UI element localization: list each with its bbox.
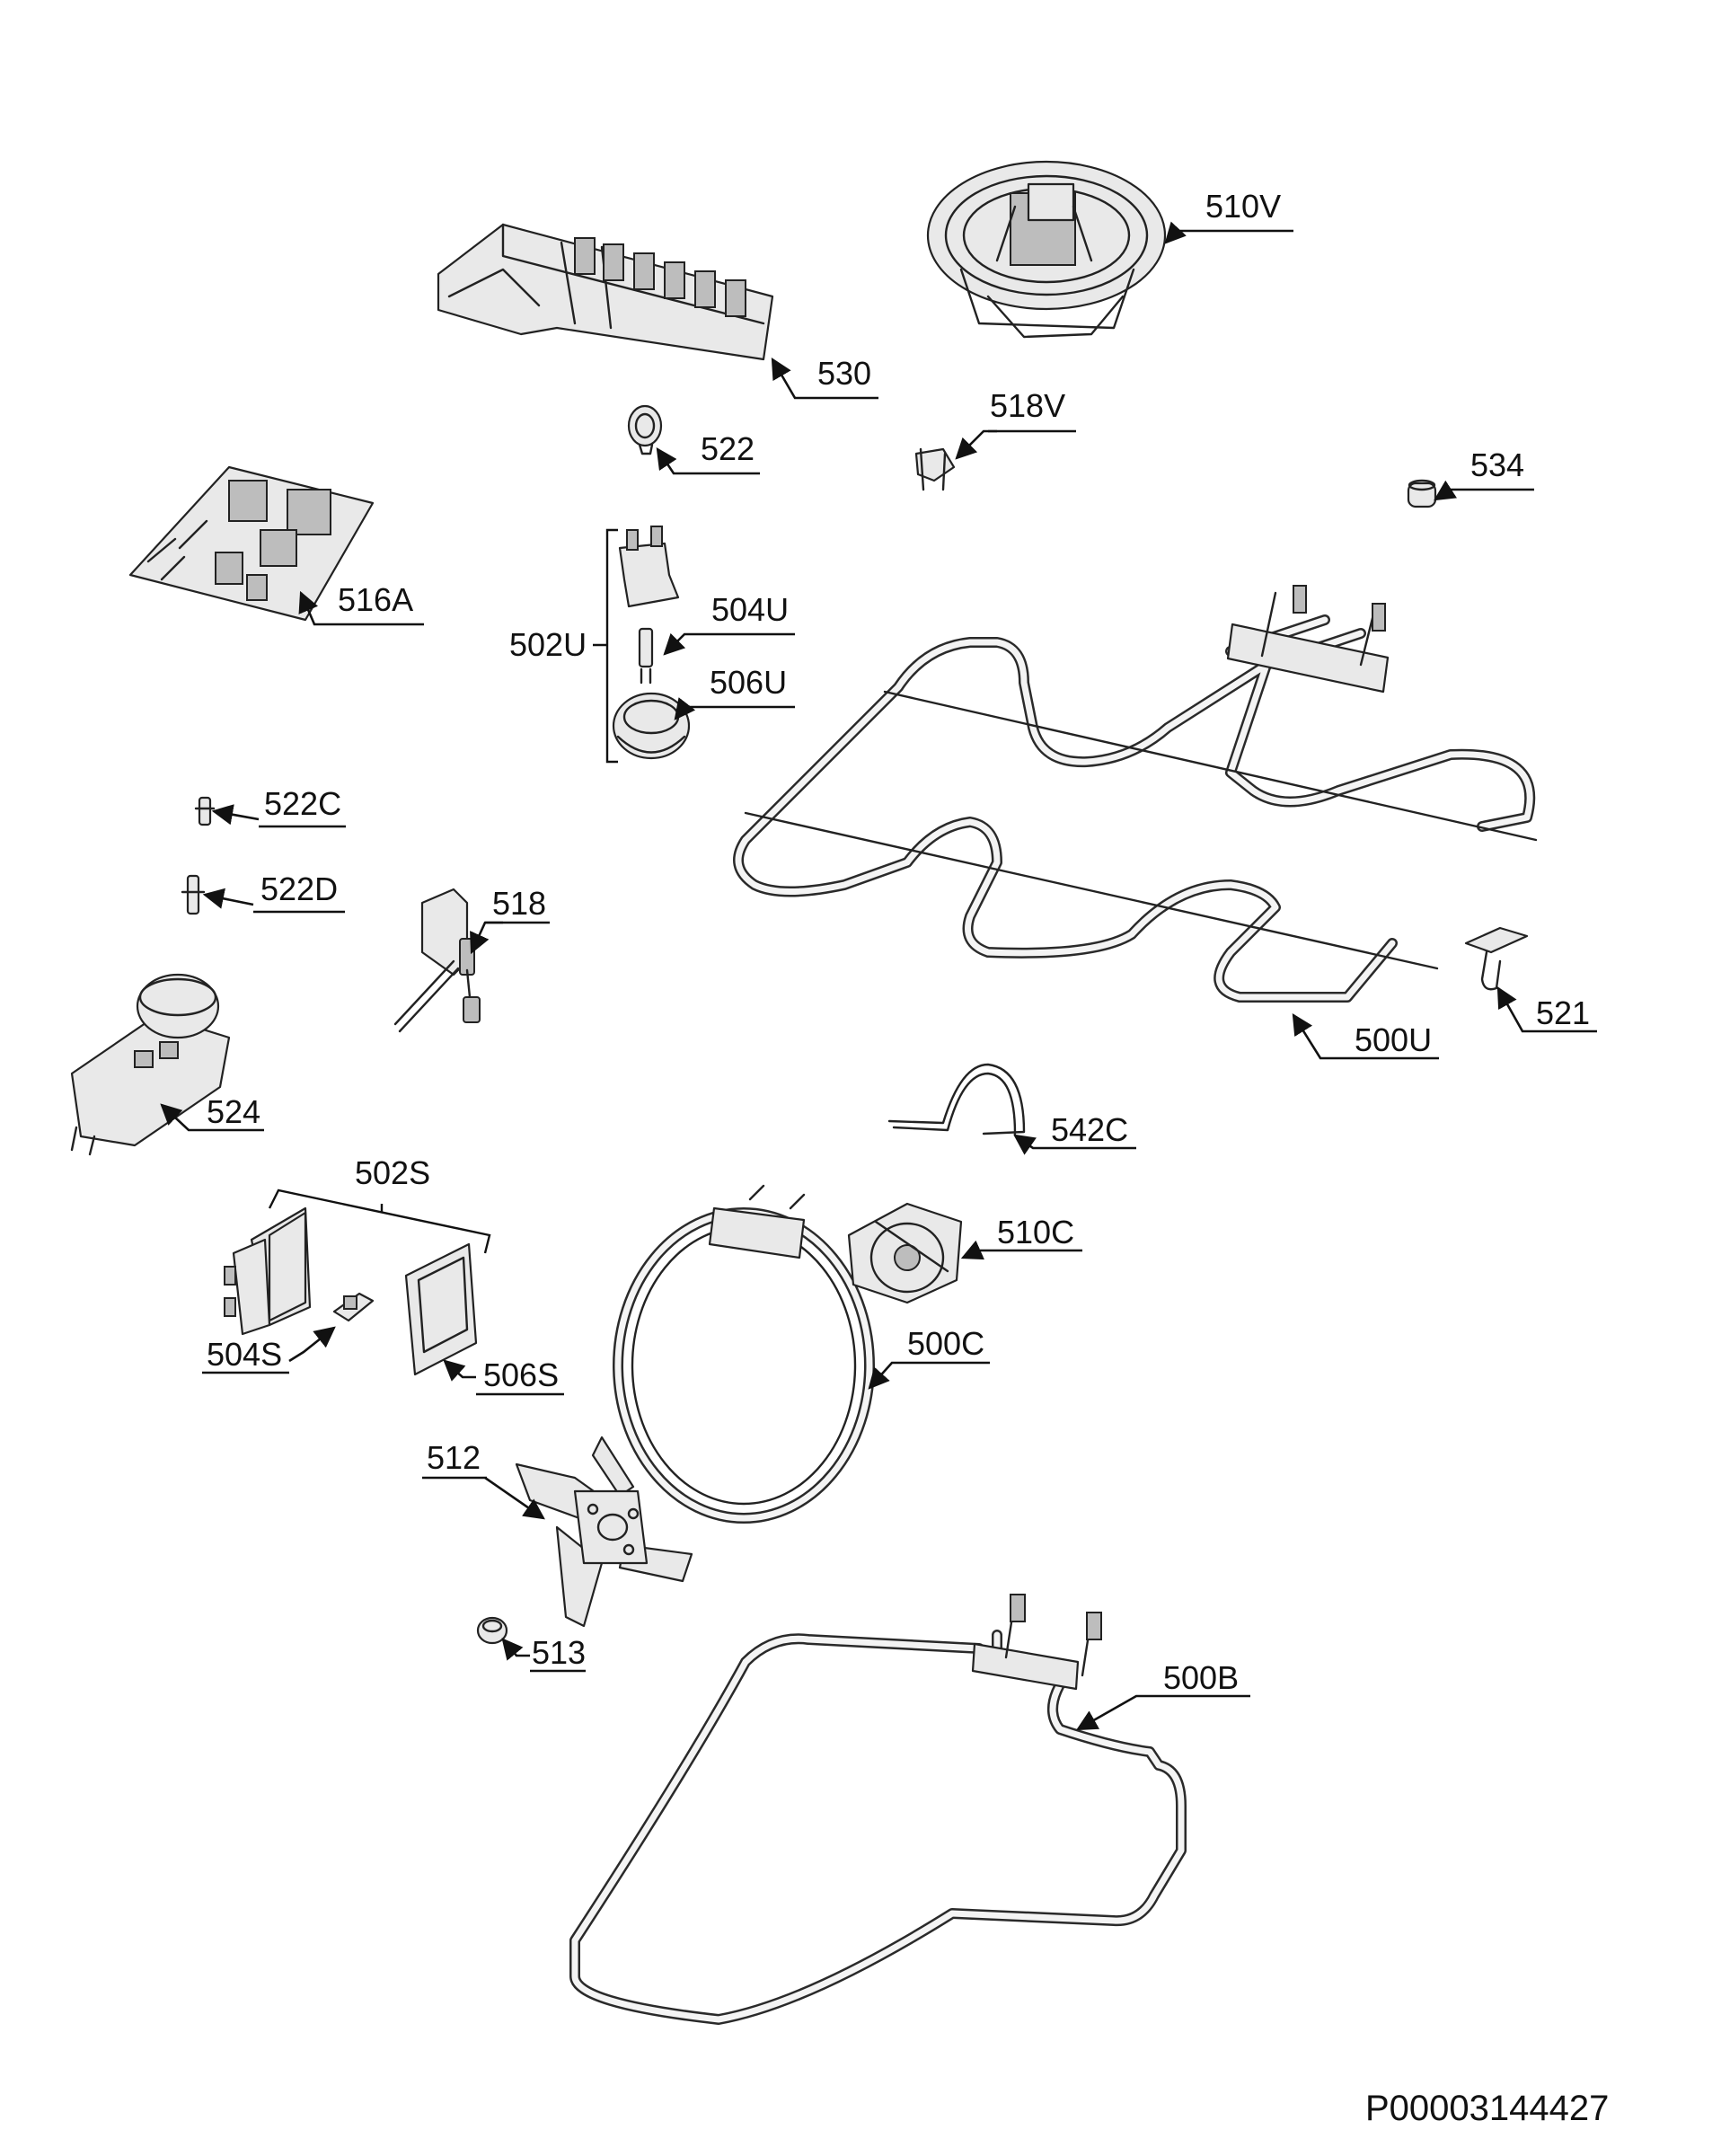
callout-504s: 504S — [202, 1336, 289, 1374]
part-518v-thermostat — [914, 447, 956, 491]
part-522d-pin — [181, 874, 206, 915]
bracket-502u — [593, 528, 618, 764]
bracket-502s — [268, 1188, 491, 1254]
callout-542c: 542C — [1046, 1111, 1136, 1150]
part-512-fan-blade — [515, 1436, 693, 1628]
svg-text:502S: 502S — [355, 1154, 430, 1191]
callout-522: 522 — [687, 430, 760, 475]
part-542c-wire-spring — [887, 1063, 1026, 1135]
svg-text:502U: 502U — [509, 626, 587, 663]
callout-521: 521 — [1534, 994, 1597, 1033]
callout-516a: 516A — [332, 581, 424, 626]
callout-513: 513 — [530, 1634, 586, 1673]
callout-510c: 510C — [993, 1214, 1082, 1252]
svg-text:506U: 506U — [710, 664, 787, 701]
part-516a-electronic-board — [128, 465, 375, 622]
svg-text:542C: 542C — [1051, 1111, 1128, 1148]
svg-text:512: 512 — [427, 1439, 481, 1476]
svg-text:518V: 518V — [990, 387, 1065, 424]
part-506u-lamp-cover — [612, 692, 691, 760]
callout-518v: 518V — [988, 387, 1076, 433]
part-510c-convection-motor — [847, 1202, 963, 1304]
callout-522d: 522D — [253, 870, 345, 914]
svg-text:500B: 500B — [1163, 1659, 1239, 1696]
svg-text:504S: 504S — [207, 1336, 282, 1373]
svg-text:518: 518 — [492, 885, 546, 922]
svg-text:534: 534 — [1470, 446, 1524, 483]
callout-522c: 522C — [259, 785, 346, 828]
svg-text:516A: 516A — [338, 581, 413, 618]
part-504s-switch-pin — [332, 1292, 375, 1322]
leader-lines — [160, 221, 1534, 1731]
callout-512: 512 — [422, 1439, 487, 1480]
callout-506u: 506U — [702, 664, 795, 709]
callout-524: 524 — [202, 1093, 264, 1132]
callout-510v: 510V — [1204, 188, 1293, 233]
svg-text:510C: 510C — [997, 1214, 1074, 1250]
callout-534: 534 — [1464, 446, 1534, 491]
document-code: P00003144427 — [1365, 2089, 1609, 2128]
part-534-cap — [1407, 479, 1437, 508]
part-518-sensor — [393, 888, 481, 1033]
part-513-nut — [476, 1616, 508, 1645]
callout-502u: 502U — [509, 626, 587, 663]
part-504u-bulb — [638, 627, 654, 685]
svg-text:513: 513 — [532, 1634, 586, 1671]
callout-500c: 500C — [905, 1325, 990, 1365]
svg-text:522D: 522D — [260, 870, 338, 907]
part-522c-pin — [194, 796, 216, 826]
svg-text:500C: 500C — [907, 1325, 984, 1362]
svg-text:510V: 510V — [1205, 188, 1281, 225]
callout-504u: 504U — [702, 591, 795, 636]
callout-518: 518 — [485, 885, 550, 924]
part-500c-circular-element — [613, 1184, 875, 1524]
svg-text:522: 522 — [701, 430, 755, 467]
part-504u-lamp-socket — [618, 526, 680, 608]
svg-text:522C: 522C — [264, 785, 341, 822]
callout-530: 530 — [808, 355, 878, 400]
part-521-clip — [1464, 926, 1529, 991]
svg-text:506S: 506S — [483, 1356, 559, 1393]
callout-502s: 502S — [355, 1154, 430, 1191]
part-524-door-lock — [70, 973, 231, 1156]
part-502s-switch-housing — [224, 1206, 312, 1336]
svg-text:521: 521 — [1536, 994, 1590, 1031]
part-506s-switch-cover — [404, 1242, 478, 1376]
part-500b-bottom-heating-element — [569, 1594, 1187, 2025]
part-510v-cooling-fan — [926, 160, 1167, 339]
svg-text:530: 530 — [817, 355, 871, 392]
part-500u-top-heating-element — [733, 585, 1538, 1003]
svg-text:504U: 504U — [711, 591, 789, 628]
svg-text:500U: 500U — [1355, 1021, 1432, 1058]
part-522-lamp-clip — [627, 404, 663, 455]
callout-500u: 500U — [1338, 1021, 1439, 1060]
callout-506s: 506S — [476, 1356, 564, 1396]
svg-text:524: 524 — [207, 1093, 260, 1130]
callout-500b: 500B — [1159, 1659, 1250, 1698]
part-530-terminal-block — [437, 223, 774, 361]
